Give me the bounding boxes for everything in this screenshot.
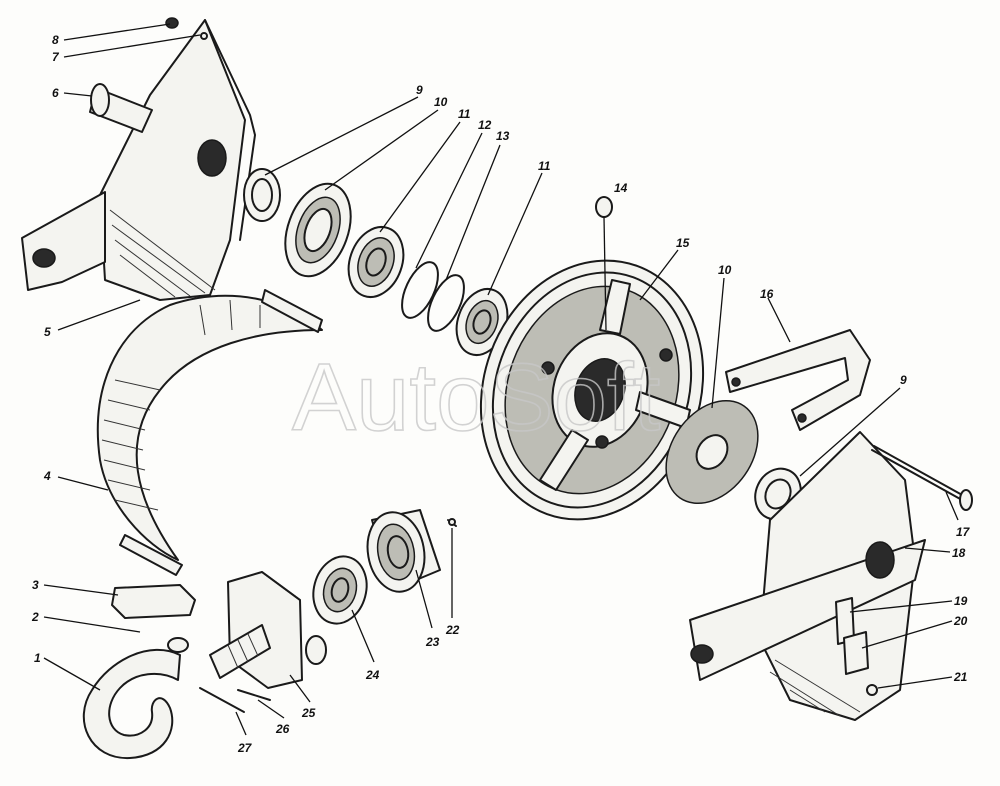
callout-10-left: 10 xyxy=(434,95,448,109)
callout-3: 3 xyxy=(32,578,39,592)
callout-15: 15 xyxy=(676,236,690,250)
callout-8: 8 xyxy=(52,33,59,47)
leader-lines xyxy=(43,23,959,736)
part-5-left-cheek-plate xyxy=(21,17,256,301)
part-16-strap xyxy=(725,329,871,431)
callout-26: 26 xyxy=(275,722,290,736)
bearing-stack xyxy=(243,168,509,356)
watermark-logo: AutoSoft xyxy=(292,344,660,451)
sheave-parts xyxy=(312,509,457,625)
hook-assembly xyxy=(82,571,327,760)
callout-24: 24 xyxy=(365,668,380,682)
callout-27: 27 xyxy=(237,741,253,755)
callout-5: 5 xyxy=(44,325,51,339)
callout-11-left: 11 xyxy=(458,107,471,121)
callout-11-right: 11 xyxy=(538,159,551,173)
part-4-brake-band xyxy=(96,289,323,576)
callout-25: 25 xyxy=(301,706,316,720)
callout-4: 4 xyxy=(43,469,51,483)
callout-21: 21 xyxy=(953,670,968,684)
callout-17: 17 xyxy=(956,525,971,539)
part-18-right-cheek-plate xyxy=(689,431,973,721)
callout-9-right: 9 xyxy=(900,373,907,387)
callout-19: 19 xyxy=(954,594,968,608)
callout-1: 1 xyxy=(34,651,41,665)
callout-18: 18 xyxy=(952,546,966,560)
callout-22: 22 xyxy=(445,623,460,637)
callout-20: 20 xyxy=(953,614,968,628)
callout-14: 14 xyxy=(614,181,628,195)
part-15-drum xyxy=(479,196,705,521)
callout-12: 12 xyxy=(478,118,492,132)
callout-10-right: 10 xyxy=(718,263,732,277)
callout-2: 2 xyxy=(31,610,39,624)
callout-23: 23 xyxy=(425,635,440,649)
callout-6: 6 xyxy=(52,86,59,100)
callout-7: 7 xyxy=(52,50,60,64)
callout-9-left: 9 xyxy=(416,83,423,97)
callout-labels: 8 7 6 5 4 3 2 1 9 10 11 12 13 11 14 15 1… xyxy=(31,33,971,755)
callout-16: 16 xyxy=(760,287,774,301)
callout-13: 13 xyxy=(496,129,510,143)
